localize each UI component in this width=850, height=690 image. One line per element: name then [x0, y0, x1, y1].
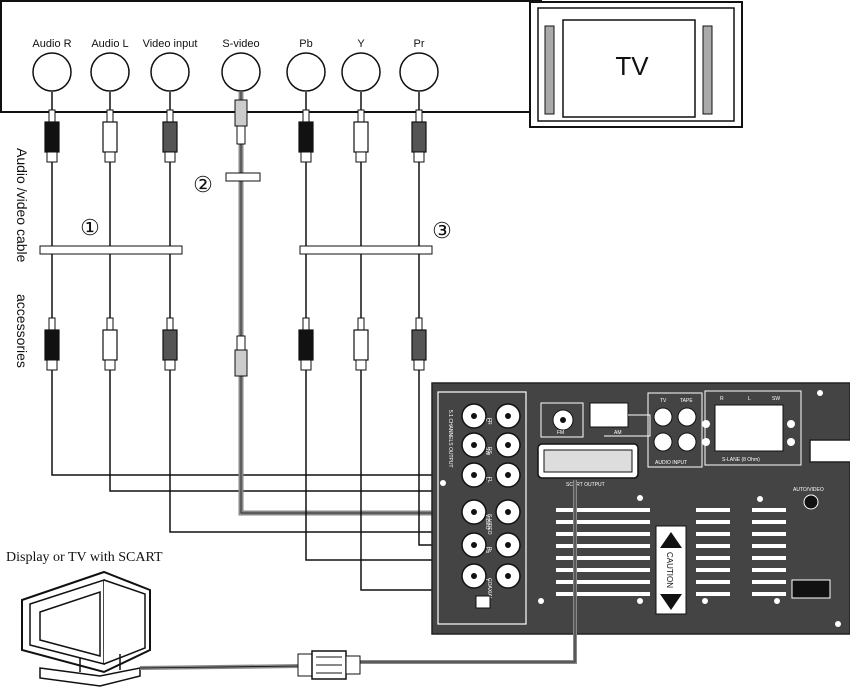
tv-illustration: TV: [529, 1, 743, 128]
rca-plug-bottom: [44, 317, 60, 371]
rear-jack: VIDEO: [484, 499, 521, 530]
rca-plug-top: [44, 109, 60, 163]
audio-input-label: AUDIO INPUT: [655, 460, 687, 466]
cable-line: [109, 92, 508, 492]
rear-jack: Y: [484, 563, 521, 589]
cable-caption-line-1: Audio /video cable: [14, 148, 30, 263]
jack-label: Pb: [299, 38, 312, 50]
scart-display-caption: Display or TV with SCART: [6, 550, 163, 565]
jack-video-input: Video input: [143, 38, 198, 92]
rear-jack-label: S-VIDEO: [486, 514, 492, 535]
knob-label: AUTO/VIDEO: [793, 487, 824, 493]
rear-jack-label: SW: [484, 447, 490, 455]
rca-plug-top: [353, 109, 369, 163]
rca-plug-bottom: [353, 317, 369, 371]
jack-label: S-video: [222, 38, 259, 50]
svideo-plug-top: [234, 99, 248, 145]
dvd-rear-panel: 5.1 CHANNELS OUTPUT FRCRSSWFLLS-VIDEOVID…: [431, 382, 850, 635]
rca-plug-bottom: [411, 317, 427, 371]
callout-3: ③: [432, 218, 452, 243]
callout-1: ①: [80, 215, 100, 240]
rca-plug-bottom: [298, 317, 314, 371]
jack-label: Audio L: [91, 38, 128, 50]
rear-jack: FR: [461, 403, 492, 429]
rear-jack: RS: [461, 432, 492, 458]
channel-outputs-label: 5.1 CHANNELS OUTPUT: [447, 410, 453, 468]
rca-plug-bottom: [102, 317, 118, 371]
rear-jack-label: FL: [486, 477, 492, 483]
cable-tie-middle: [225, 172, 261, 182]
svideo-plug-bottom: [234, 335, 248, 377]
tv-jack-panel: Audio R Audio L Video input S-video Pb Y Pr: [0, 0, 542, 113]
rear-jack-label: L: [484, 477, 490, 480]
speaker-term-r: R: [720, 396, 724, 402]
speaker-label: S-LANE (8 Ohm): [722, 457, 760, 463]
jack-label: Pr: [414, 38, 425, 50]
scart-plug: [297, 650, 361, 680]
rear-jack: SW: [484, 432, 521, 458]
rear-jack-label: Y: [484, 578, 490, 582]
rca-plug-top: [162, 109, 178, 163]
cable-line: [169, 92, 452, 533]
jack-pb: Pb: [286, 38, 326, 92]
ventilation-slots: [556, 508, 786, 596]
audio-input-tape: TAPE: [680, 398, 693, 404]
callout-2: ②: [193, 172, 213, 197]
jack-label: Video input: [143, 38, 198, 50]
optical-port: [475, 595, 491, 609]
rear-jack-label: Pr: [486, 547, 492, 552]
cable-caption-line-2: accessories: [14, 294, 30, 368]
rca-plug-bottom: [162, 317, 178, 371]
jack-y: Y: [341, 38, 381, 92]
rear-jack-label: Pb: [484, 547, 490, 553]
cable-tie-left: [39, 245, 183, 255]
rear-jack: FL: [461, 462, 492, 488]
scart-output-label: SCART OUTPUT: [566, 482, 605, 488]
speaker-term-sw: SW: [772, 396, 780, 402]
am-label: AM: [614, 430, 622, 436]
cable-line: [51, 92, 490, 476]
rear-jack-label: RS: [486, 447, 492, 455]
rear-jack-label: VIDEO: [484, 514, 490, 530]
caution-label: CAUTION: [665, 552, 674, 588]
cable-tie-right: [299, 245, 433, 255]
rear-jack: Pr: [461, 532, 492, 558]
jack-s-video: S-video: [221, 38, 261, 92]
rear-jack: Pb: [484, 532, 521, 558]
tv-label: TV: [615, 51, 649, 81]
rear-jack-label: C: [484, 418, 490, 422]
rear-jack: S-VIDEO: [461, 499, 492, 535]
rca-plug-top: [298, 109, 314, 163]
rear-jack: C: [484, 403, 521, 429]
jack-label: Y: [357, 38, 365, 50]
rca-plug-top: [411, 109, 427, 163]
rear-jack-label: FR: [486, 418, 492, 425]
scart-monitor-illustration: [21, 570, 151, 687]
audio-input-tv: TV: [660, 398, 667, 404]
speaker-term-l: L: [748, 396, 751, 402]
rear-jack-label: COAXIAL: [486, 578, 492, 600]
jack-audio-r: Audio R: [32, 38, 72, 92]
rear-jack: L: [484, 462, 521, 488]
jack-label: Audio R: [32, 38, 71, 50]
rca-plug-top: [102, 109, 118, 163]
rear-jack: COAXIAL: [461, 563, 492, 600]
jack-audio-l: Audio L: [90, 38, 130, 92]
fm-label: FM: [557, 430, 564, 436]
jack-pr: Pr: [399, 38, 439, 92]
